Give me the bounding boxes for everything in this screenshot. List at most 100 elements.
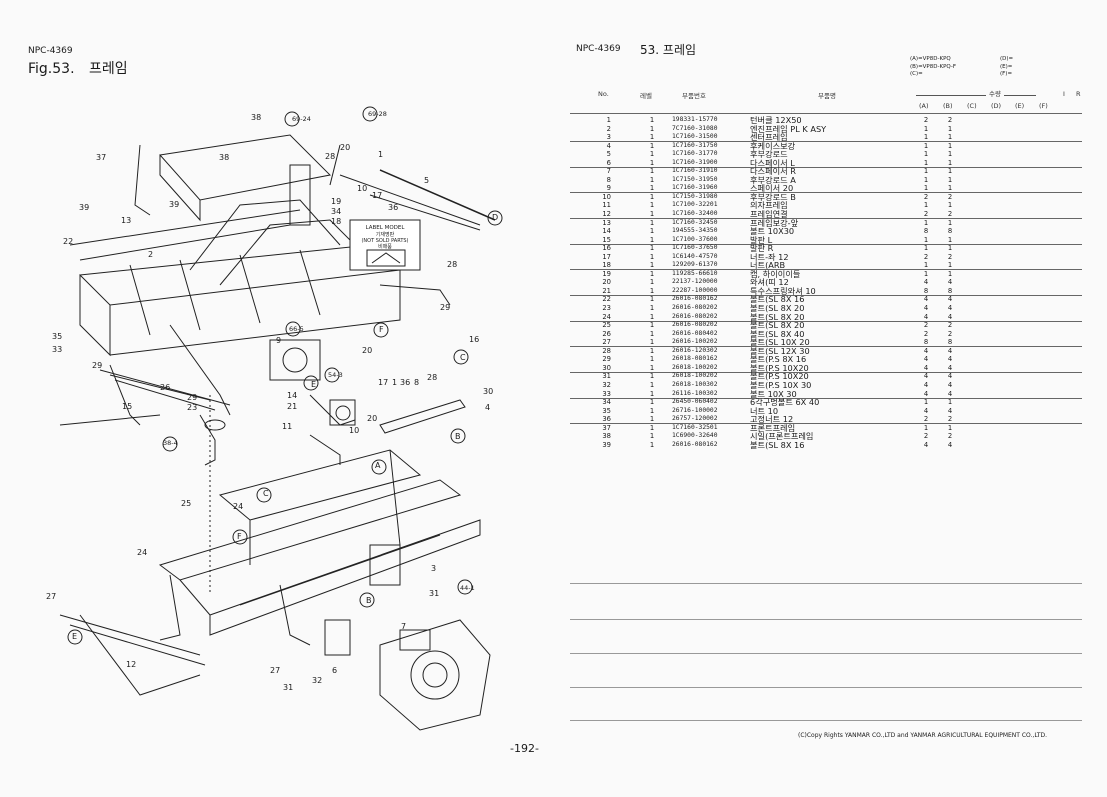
part-number-index: 34: [602, 398, 611, 407]
part-level: 1: [649, 167, 655, 176]
qty-b: 1: [947, 423, 953, 432]
callout-17: 17: [372, 191, 383, 200]
callout-1: 1: [378, 150, 384, 159]
qty-a: 2: [923, 432, 929, 441]
part-name: 6각구멍볼트 6X 40: [750, 397, 820, 408]
part-level: 1: [649, 398, 655, 407]
qty-b: 1: [947, 218, 953, 227]
group-rule: [570, 218, 1082, 220]
callout-21: 21: [287, 402, 298, 411]
callout-1b: 1: [392, 378, 398, 387]
header-rep: 레벨: [640, 92, 652, 100]
qty-a: 2: [923, 252, 929, 261]
exploded-parts-diagram: LABEL MODEL 기재명판 (NOT SOLD PARTS) 비매품: [59, 106, 503, 731]
part-number-index: 28: [602, 346, 611, 355]
part-name: 프레임보강-앞: [750, 217, 799, 228]
part-code: 26018-100202: [672, 372, 718, 380]
callout-12: 12: [126, 660, 137, 669]
label-model-note: (NOT SOLD PARTS): [361, 238, 408, 244]
callout-69: 69: [292, 115, 301, 123]
part-name: 턴버클 12X50: [750, 115, 802, 125]
part-name: 볼트(P.S 10X 30: [750, 379, 812, 390]
callout-69b: 69: [368, 110, 377, 118]
part-code: 26018-100302: [672, 380, 718, 388]
callout-69b-suffix: -28: [376, 110, 387, 118]
part-code: 1C7160-37650: [672, 244, 718, 252]
part-number-index: 12: [602, 210, 611, 219]
callout-69-24: 69-24: [292, 115, 311, 123]
callout-35: 35: [52, 332, 63, 341]
table-top-rule: [570, 113, 1082, 114]
header-i: I: [1063, 90, 1065, 98]
part-name: 와셔(띠 12: [750, 277, 789, 288]
callout-27: 27: [46, 592, 57, 601]
part-number-index: 1: [606, 116, 611, 124]
part-level: 1: [649, 141, 655, 150]
callout-31: 31: [429, 589, 440, 598]
part-number-index: 17: [602, 252, 611, 261]
qty-a: 8: [923, 286, 929, 295]
part-name: 프레임연결: [750, 209, 788, 220]
qty-b: 1: [947, 184, 953, 193]
qty-a: 4: [923, 295, 929, 304]
header-part-no: 부품번호: [682, 92, 706, 100]
callout-37: 37: [96, 153, 107, 162]
qty-a: 1: [923, 175, 929, 184]
callout-14: 14: [287, 391, 298, 400]
callout-F: F: [379, 325, 384, 334]
qty-a: 1: [923, 158, 929, 167]
qty-b: 2: [947, 252, 953, 261]
callout-38-4: 38-4: [163, 439, 178, 447]
callout-22: 22: [63, 237, 74, 246]
label-model-box: LABEL MODEL 기재명판 (NOT SOLD PARTS) 비매품: [349, 219, 421, 271]
part-number-index: 23: [602, 304, 611, 313]
callout-A: A: [375, 461, 381, 470]
part-number-index: 21: [602, 286, 611, 295]
part-name: 볼트(P.S 10X20: [750, 371, 809, 382]
part-number-index: 11: [602, 201, 611, 210]
qty-b: 1: [947, 398, 953, 407]
part-code: 26016-080162: [672, 295, 718, 303]
transmission-housing: [324, 619, 491, 731]
part-number-index: 30: [602, 363, 611, 372]
qty-a: 1: [923, 150, 929, 159]
part-number-index: 26: [602, 329, 611, 338]
part-name: 볼트(SL 8X 20: [750, 303, 805, 314]
part-number-index: 10: [602, 192, 611, 201]
part-level: 1: [649, 252, 655, 261]
callout-30: 30: [483, 387, 494, 396]
group-rule: [570, 192, 1082, 194]
qty-b: 8: [947, 338, 953, 347]
callout-8: 8: [414, 378, 420, 387]
callout-E: E: [311, 380, 317, 389]
qty-b: 8: [947, 227, 953, 236]
qty-b: 4: [947, 363, 953, 372]
part-code: 26016-080402: [672, 329, 718, 337]
group-rule: [570, 295, 1082, 297]
part-name: 센터프레임: [750, 132, 788, 143]
part-number-index: 15: [602, 235, 611, 244]
part-code: 1C6900-32640: [672, 432, 718, 440]
part-number-index: 31: [602, 372, 611, 381]
part-number-index: 7: [606, 167, 611, 176]
header-col-a: (A): [919, 102, 929, 110]
qty-a: 2: [923, 210, 929, 219]
qty-b: 1: [947, 167, 953, 176]
circle-callouts: [67, 106, 503, 645]
qty-a: 4: [923, 440, 929, 449]
group-rule: [570, 372, 1082, 373]
part-level: 1: [649, 175, 655, 184]
part-number-index: 3: [606, 133, 611, 142]
part-number-index: 24: [602, 312, 611, 321]
group-rule: [570, 423, 1082, 425]
part-name: 후케이스보강: [750, 140, 796, 151]
part-code: 198331-15770: [672, 116, 718, 123]
qty-b: 2: [947, 116, 953, 124]
header-r: R: [1076, 90, 1081, 98]
